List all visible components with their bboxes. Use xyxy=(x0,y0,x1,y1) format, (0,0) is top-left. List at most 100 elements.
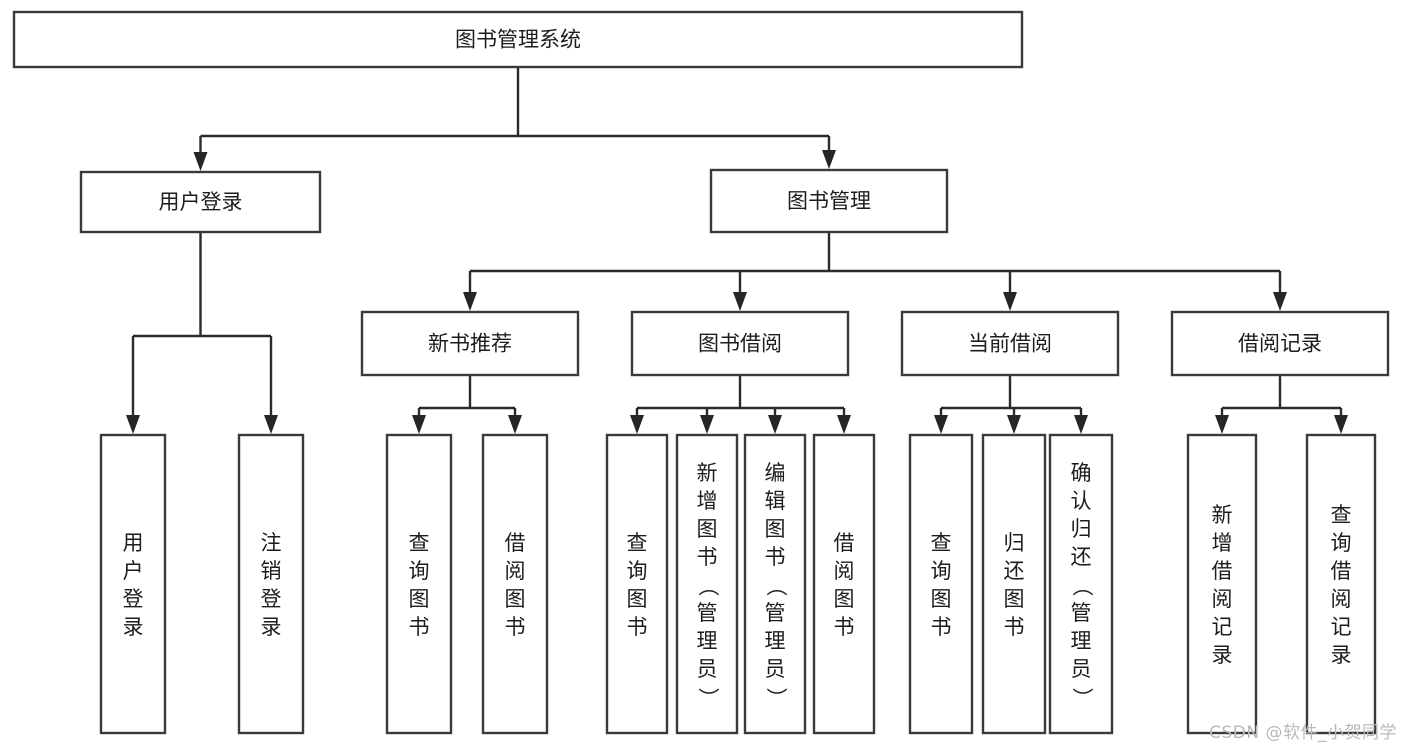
node-leaf-11-box[interactable] xyxy=(1186,433,1258,735)
svg-text:）: ） xyxy=(696,687,720,708)
svg-text:）: ） xyxy=(1070,687,1094,708)
svg-text:阅: 阅 xyxy=(834,559,855,583)
node-leaf-2-box[interactable] xyxy=(385,433,453,735)
svg-text:图: 图 xyxy=(627,587,648,611)
node-leaf-1-box[interactable] xyxy=(237,433,305,735)
svg-text:员: 员 xyxy=(697,657,718,681)
svg-text:查: 查 xyxy=(627,531,648,555)
svg-text:还: 还 xyxy=(1071,545,1092,569)
svg-text:（: （ xyxy=(764,575,788,596)
node-leaf-10-box[interactable] xyxy=(1048,433,1114,735)
svg-text:阅: 阅 xyxy=(1331,587,1352,611)
svg-text:增: 增 xyxy=(1212,531,1233,555)
svg-text:理: 理 xyxy=(697,629,718,653)
arrow-head-icon xyxy=(822,150,836,169)
svg-text:认: 认 xyxy=(1071,489,1092,513)
node-root-box[interactable] xyxy=(12,10,1024,69)
svg-text:询: 询 xyxy=(627,559,648,583)
svg-text:（: （ xyxy=(1070,575,1094,596)
svg-text:图: 图 xyxy=(834,587,855,611)
svg-text:查: 查 xyxy=(409,531,430,555)
svg-text:员: 员 xyxy=(1071,657,1092,681)
svg-text:）: ） xyxy=(764,687,788,708)
svg-text:查: 查 xyxy=(931,531,952,555)
node-l2-1-box[interactable] xyxy=(709,168,949,234)
node-leaf-8-box[interactable] xyxy=(908,433,974,735)
svg-text:书: 书 xyxy=(931,615,952,639)
node-l3-0-box[interactable] xyxy=(360,310,580,377)
arrow-head-icon xyxy=(733,292,747,311)
svg-text:书: 书 xyxy=(765,545,786,569)
node-leaf-9-box[interactable] xyxy=(981,433,1047,735)
svg-text:用: 用 xyxy=(123,531,144,555)
svg-text:（: （ xyxy=(696,575,720,596)
svg-text:图: 图 xyxy=(409,587,430,611)
svg-text:借: 借 xyxy=(834,531,855,555)
svg-text:确: 确 xyxy=(1071,461,1092,485)
svg-text:管: 管 xyxy=(1071,601,1092,625)
svg-text:借: 借 xyxy=(505,531,526,555)
svg-text:查: 查 xyxy=(1331,503,1352,527)
svg-text:图: 图 xyxy=(697,517,718,541)
svg-text:询: 询 xyxy=(1331,531,1352,555)
node-l2-0-box[interactable] xyxy=(79,170,322,234)
svg-text:记: 记 xyxy=(1331,615,1352,639)
svg-text:辑: 辑 xyxy=(765,489,786,513)
node-l3-3-box[interactable] xyxy=(1170,310,1390,377)
node-leaf-7-box[interactable] xyxy=(812,433,876,735)
arrow-head-icon xyxy=(508,415,522,434)
arrow-head-icon xyxy=(1215,415,1229,434)
arrow-head-icon xyxy=(700,415,714,434)
svg-text:新: 新 xyxy=(697,461,718,485)
svg-text:登: 登 xyxy=(261,587,282,611)
arrow-head-icon xyxy=(1003,292,1017,311)
arrow-head-icon xyxy=(1007,415,1021,434)
svg-text:管: 管 xyxy=(697,601,718,625)
svg-text:录: 录 xyxy=(1331,643,1352,667)
svg-text:理: 理 xyxy=(1071,629,1092,653)
svg-text:员: 员 xyxy=(765,657,786,681)
node-leaf-6-box[interactable] xyxy=(743,433,807,735)
svg-text:录: 录 xyxy=(1212,643,1233,667)
svg-text:书: 书 xyxy=(409,615,430,639)
svg-text:还: 还 xyxy=(1004,559,1025,583)
svg-text:书: 书 xyxy=(1004,615,1025,639)
svg-text:阅: 阅 xyxy=(505,559,526,583)
node-leaf-3-box[interactable] xyxy=(481,433,549,735)
svg-text:记: 记 xyxy=(1212,615,1233,639)
svg-text:录: 录 xyxy=(261,615,282,639)
svg-text:询: 询 xyxy=(931,559,952,583)
arrow-head-icon xyxy=(126,415,140,434)
svg-text:书: 书 xyxy=(627,615,648,639)
node-leaf-0-label: 用户登录 xyxy=(123,531,144,639)
svg-text:图: 图 xyxy=(1004,587,1025,611)
node-leaf-12-box[interactable] xyxy=(1305,433,1377,735)
node-leaf-5-box[interactable] xyxy=(675,433,739,735)
node-l3-2-box[interactable] xyxy=(900,310,1120,377)
svg-text:借: 借 xyxy=(1331,559,1352,583)
node-l2-1-label: 图书管理 xyxy=(787,189,871,213)
svg-text:销: 销 xyxy=(261,559,282,583)
arrow-head-icon xyxy=(1074,415,1088,434)
arrow-head-icon xyxy=(630,415,644,434)
svg-text:书: 书 xyxy=(697,545,718,569)
arrow-head-icon xyxy=(264,415,278,434)
svg-text:归: 归 xyxy=(1004,531,1025,555)
node-l3-0-label: 新书推荐 xyxy=(428,332,512,356)
node-leaf-0-box[interactable] xyxy=(99,433,167,735)
node-l3-1-box[interactable] xyxy=(630,310,850,377)
svg-text:阅: 阅 xyxy=(1212,587,1233,611)
svg-text:图: 图 xyxy=(765,517,786,541)
node-leaf-4-box[interactable] xyxy=(605,433,669,735)
svg-text:归: 归 xyxy=(1071,517,1092,541)
